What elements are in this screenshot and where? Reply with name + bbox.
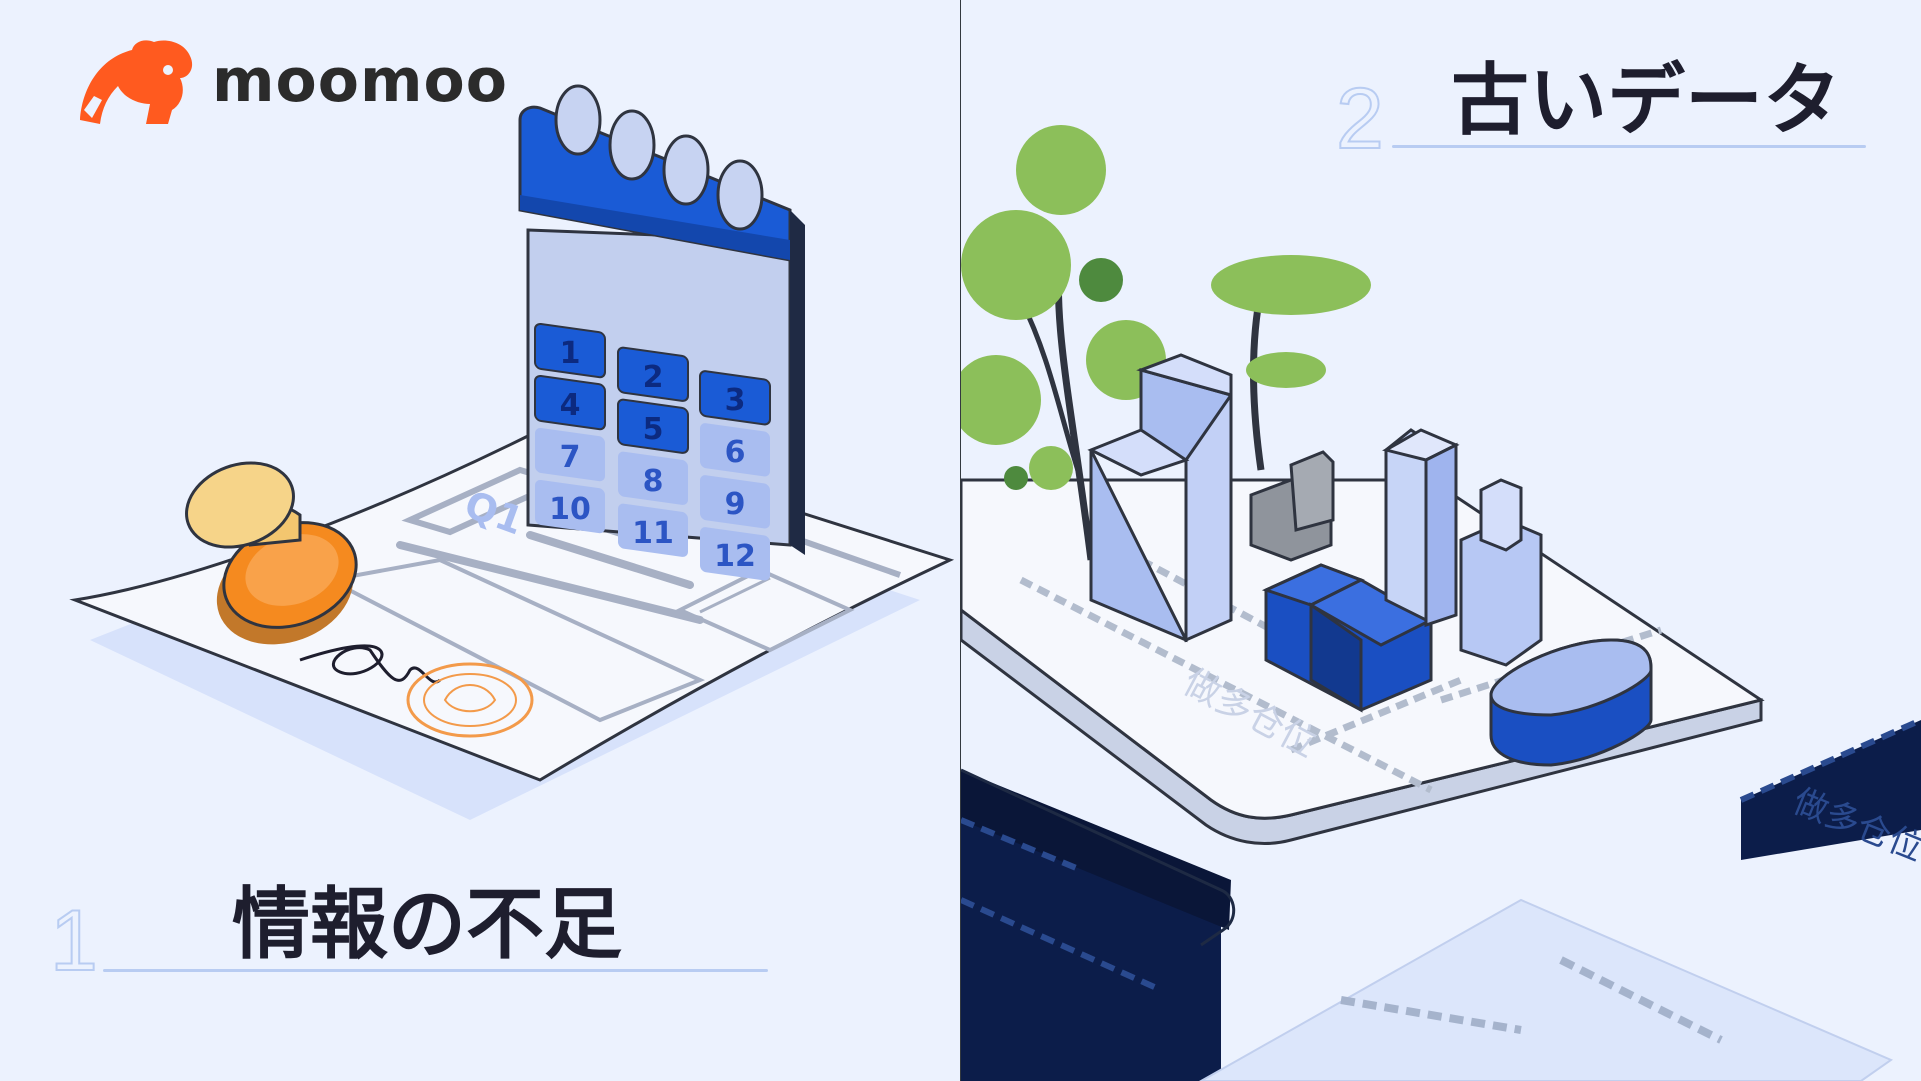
section-title: 情報の不足 bbox=[232, 880, 623, 970]
title-underline bbox=[1392, 145, 1866, 148]
calendar-day: 1 bbox=[560, 336, 581, 371]
calendar-day: 10 bbox=[549, 492, 591, 527]
calendar-day: 6 bbox=[725, 435, 746, 470]
calendar-icon: 1 4 7 10 2 5 8 11 3 6 9 12 Q1 bbox=[459, 84, 805, 581]
calendar-day: 2 bbox=[643, 360, 664, 395]
section-number: 2 bbox=[1335, 71, 1385, 167]
calendar-day: 8 bbox=[643, 464, 664, 499]
calendar-day: 4 bbox=[560, 388, 581, 423]
calendar-day: 3 bbox=[725, 383, 746, 418]
stamp-icon bbox=[185, 461, 358, 645]
calendar-day: 5 bbox=[643, 412, 664, 447]
calendar-day: 7 bbox=[560, 440, 581, 475]
tree-icon bbox=[961, 125, 1371, 561]
bull-head-icon bbox=[80, 40, 193, 124]
calendar-day: 9 bbox=[725, 487, 746, 522]
section-number: 1 bbox=[49, 893, 99, 989]
brand-name: moomoo bbox=[212, 46, 508, 116]
section-title: 古いデータ bbox=[1451, 56, 1842, 146]
seal-icon bbox=[406, 662, 534, 738]
calendar-day: 11 bbox=[632, 516, 674, 551]
title-underline bbox=[103, 969, 768, 972]
calendar-day: 12 bbox=[714, 539, 756, 574]
document-illustration: 1 4 7 10 2 5 8 11 3 6 9 12 Q1 bbox=[69, 84, 955, 820]
panel-missing-info: moomoo bbox=[0, 0, 960, 1081]
building-icon bbox=[1087, 353, 1653, 767]
panel-old-data: 做多仓位 做多仓位 bbox=[961, 0, 1921, 1081]
brand-logo[interactable]: moomoo bbox=[72, 38, 512, 138]
city-illustration: 做多仓位 做多仓位 bbox=[961, 125, 1921, 1081]
